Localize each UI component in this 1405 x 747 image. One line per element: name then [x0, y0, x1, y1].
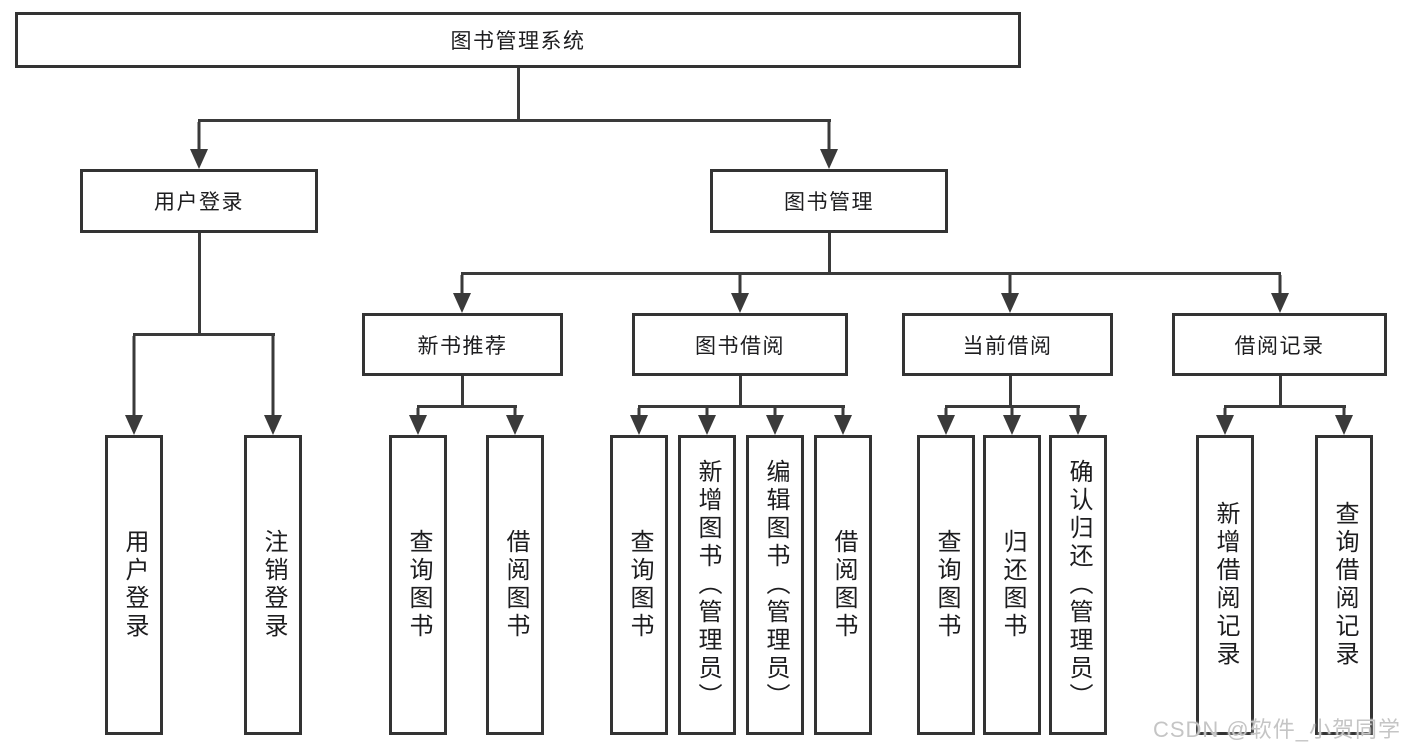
arrow-book-borrow-leaf-2	[698, 408, 716, 435]
arrow-book-borrow-leaf-1	[630, 408, 648, 435]
arrow-to-leaf-user-login	[125, 336, 143, 435]
arrow-current-borrow-leaf-3	[1069, 408, 1087, 435]
leaf-new-books-borrow: 借阅图书	[486, 435, 544, 735]
node-new-books: 新书推荐	[362, 313, 563, 376]
arrow-to-borrow-records	[1271, 275, 1289, 313]
arrow-current-borrow-leaf-1	[937, 408, 955, 435]
connector-borrow-records-hline	[1224, 405, 1346, 408]
leaf-records-query: 查询借阅记录	[1315, 435, 1373, 735]
connector-new-books-vline	[461, 376, 464, 407]
node-root-library-system: 图书管理系统	[15, 12, 1021, 68]
leaf-records-add: 新增借阅记录	[1196, 435, 1254, 735]
leaf-current-query: 查询图书	[917, 435, 975, 735]
arrow-borrow-records-leaf-2	[1335, 408, 1353, 435]
connector-root-vline	[517, 68, 520, 120]
arrow-new-books-leaf-1	[409, 408, 427, 435]
connector-user-login-hline	[133, 333, 275, 336]
leaf-logout: 注销登录	[244, 435, 302, 735]
connector-book-mgmt-vline	[828, 233, 831, 274]
connector-root-hline	[198, 119, 831, 122]
node-user-login: 用户登录	[80, 169, 318, 233]
node-book-mgmt: 图书管理	[710, 169, 948, 233]
node-borrow-records: 借阅记录	[1172, 313, 1387, 376]
arrow-to-user-login	[190, 122, 208, 169]
connector-new-books-hline	[417, 405, 517, 408]
leaf-borrow-add-admin: 新增图书（管理员）	[678, 435, 736, 735]
node-current-borrow: 当前借阅	[902, 313, 1113, 376]
arrow-new-books-leaf-2	[506, 408, 524, 435]
connector-current-borrow-hline	[945, 405, 1080, 408]
arrow-book-borrow-leaf-4	[834, 408, 852, 435]
leaf-borrow-edit-admin: 编辑图书（管理员）	[746, 435, 804, 735]
leaf-borrow-query: 查询图书	[610, 435, 668, 735]
connector-book-borrow-hline	[638, 405, 845, 408]
leaf-borrow-book: 借阅图书	[814, 435, 872, 735]
arrow-to-book-mgmt	[820, 122, 838, 169]
connector-borrow-records-vline	[1279, 376, 1282, 407]
csdn-watermark: CSDN @软件_小贺同学	[1152, 717, 1401, 742]
arrow-book-borrow-leaf-3	[766, 408, 784, 435]
arrow-to-current-borrow	[1001, 275, 1019, 313]
arrow-to-new-books	[453, 275, 471, 313]
arrow-to-book-borrow	[731, 275, 749, 313]
arrow-current-borrow-leaf-2	[1003, 408, 1021, 435]
connector-book-mgmt-hline	[461, 272, 1281, 275]
connector-book-borrow-vline	[739, 376, 742, 407]
connector-user-login-vline	[198, 233, 201, 334]
connector-current-borrow-vline	[1009, 376, 1012, 407]
arrow-to-leaf-logout	[264, 336, 282, 435]
leaf-current-confirm-return-admin: 确认归还（管理员）	[1049, 435, 1107, 735]
node-book-borrow: 图书借阅	[632, 313, 848, 376]
arrow-borrow-records-leaf-1	[1216, 408, 1234, 435]
leaf-current-return: 归还图书	[983, 435, 1041, 735]
leaf-new-books-query: 查询图书	[389, 435, 447, 735]
leaf-user-login: 用户登录	[105, 435, 163, 735]
